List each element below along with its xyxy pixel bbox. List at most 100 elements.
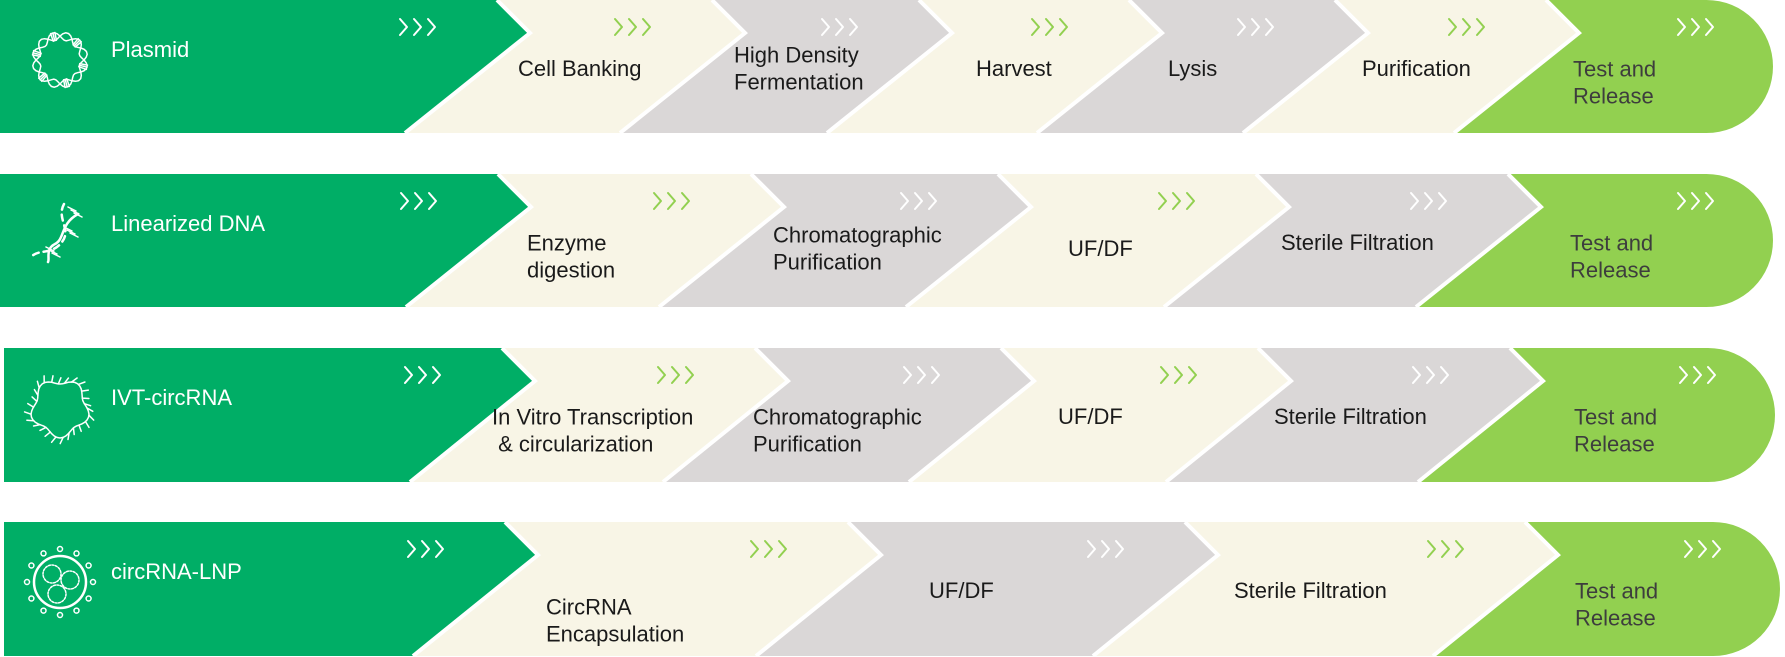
final-step-label-line: Release [1575, 606, 1656, 631]
step-label-line: In Vitro Transcription [492, 405, 693, 430]
step-label-line: UF/DF [1058, 404, 1123, 429]
step-divider [1241, 0, 1371, 135]
chevron-arrows-icon [750, 540, 787, 558]
step-label-line: Lysis [1168, 56, 1217, 81]
step-label: Sterile Filtration [1274, 404, 1427, 429]
chevron-arrows-icon [407, 540, 444, 558]
chevron-arrows-icon [1684, 540, 1721, 558]
step-label-line: Sterile Filtration [1274, 404, 1427, 429]
step-label-line: Cell Banking [518, 56, 642, 81]
lipid-nanoparticle-icon [23, 545, 97, 619]
chevron-arrows-icon [1448, 18, 1485, 36]
step-divider [1452, 0, 1582, 135]
product-label: Linearized DNA [111, 211, 265, 236]
final-step-label-line: Release [1573, 84, 1654, 109]
step-label-line: Purification [773, 250, 882, 275]
step-label-line: Purification [753, 432, 862, 457]
step-divider [403, 0, 533, 135]
step-label: Harvest [976, 56, 1052, 81]
final-step-label-line: Release [1574, 432, 1655, 457]
step-label-line: Sterile Filtration [1234, 578, 1387, 603]
step-label-line: Harvest [976, 56, 1052, 81]
final-step-label-line: Release [1570, 258, 1651, 283]
chevron-arrows-icon [1158, 192, 1195, 210]
chevron-arrows-icon [903, 366, 940, 384]
step-label: UF/DF [1068, 236, 1133, 261]
final-step-label-line: Test and [1575, 579, 1658, 604]
step-divider [1035, 0, 1165, 135]
step-divider [1164, 346, 1294, 484]
step-label-line: High Density [734, 43, 859, 68]
product-shape [4, 522, 538, 656]
product-label: circRNA-LNP [111, 559, 242, 584]
process-row: IVT-circRNA In Vitro Transcription & circ… [4, 346, 1775, 484]
step-label-line: Sterile Filtration [1281, 230, 1434, 255]
step-label: Lysis [1168, 56, 1217, 81]
final-step-label-line: Test and [1570, 231, 1653, 256]
chevron-arrows-icon [1160, 366, 1197, 384]
chevron-arrows-icon [821, 18, 858, 36]
step-label: In Vitro Transcription & circularization [492, 405, 693, 457]
chevron-arrows-icon [900, 192, 937, 210]
step-divider [1091, 520, 1221, 657]
chevron-arrows-icon [1412, 366, 1449, 384]
chevron-arrows-icon [1679, 366, 1716, 384]
product-shape [0, 0, 530, 133]
step-label-line: Chromatographic [773, 223, 942, 248]
step-divider [411, 520, 541, 657]
step-divider [661, 346, 791, 484]
step-label-line: Enzyme [527, 231, 606, 256]
step-label-line: UF/DF [1068, 236, 1133, 261]
step-divider [904, 172, 1034, 309]
product-label: IVT-circRNA [111, 385, 232, 410]
chevron-arrows-icon [399, 18, 436, 36]
step-divider [408, 346, 538, 484]
step-divider [907, 346, 1037, 484]
step-label: Purification [1362, 56, 1471, 81]
chevron-arrows-icon [400, 192, 437, 210]
step-divider [657, 172, 787, 309]
step-divider [618, 0, 748, 135]
chevron-arrows-icon [1427, 540, 1464, 558]
chevron-arrows-icon [1087, 540, 1124, 558]
step-divider [825, 0, 955, 135]
step-label: Sterile Filtration [1281, 230, 1434, 255]
chevron-arrows-icon [1410, 192, 1447, 210]
step-divider [1416, 346, 1546, 484]
final-step-label-line: Test and [1574, 405, 1657, 430]
step-label: UF/DF [929, 578, 994, 603]
step-label: Sterile Filtration [1234, 578, 1387, 603]
plasmid-icon [31, 31, 89, 89]
dna-helix-icon [30, 202, 83, 264]
step-label-line: UF/DF [929, 578, 994, 603]
chevron-arrows-icon [1237, 18, 1274, 36]
step-label-line: CircRNA [546, 595, 632, 620]
step-divider [754, 520, 884, 657]
step-divider [1431, 520, 1561, 657]
step-label-line: Chromatographic [753, 405, 922, 430]
step-label-line: Fermentation [734, 70, 864, 95]
chevron-arrows-icon [404, 366, 441, 384]
chevron-arrows-icon [614, 18, 651, 36]
chevron-arrows-icon [653, 192, 690, 210]
step-divider [1414, 172, 1544, 309]
final-step-label-line: Test and [1573, 57, 1656, 82]
step-label: UF/DF [1058, 404, 1123, 429]
step-label-line: Encapsulation [546, 622, 684, 647]
step-label-line: & circularization [492, 432, 653, 457]
chevron-arrows-icon [1031, 18, 1068, 36]
product-label: Plasmid [111, 37, 189, 62]
product-shape [0, 174, 531, 307]
product-shape [4, 348, 535, 482]
